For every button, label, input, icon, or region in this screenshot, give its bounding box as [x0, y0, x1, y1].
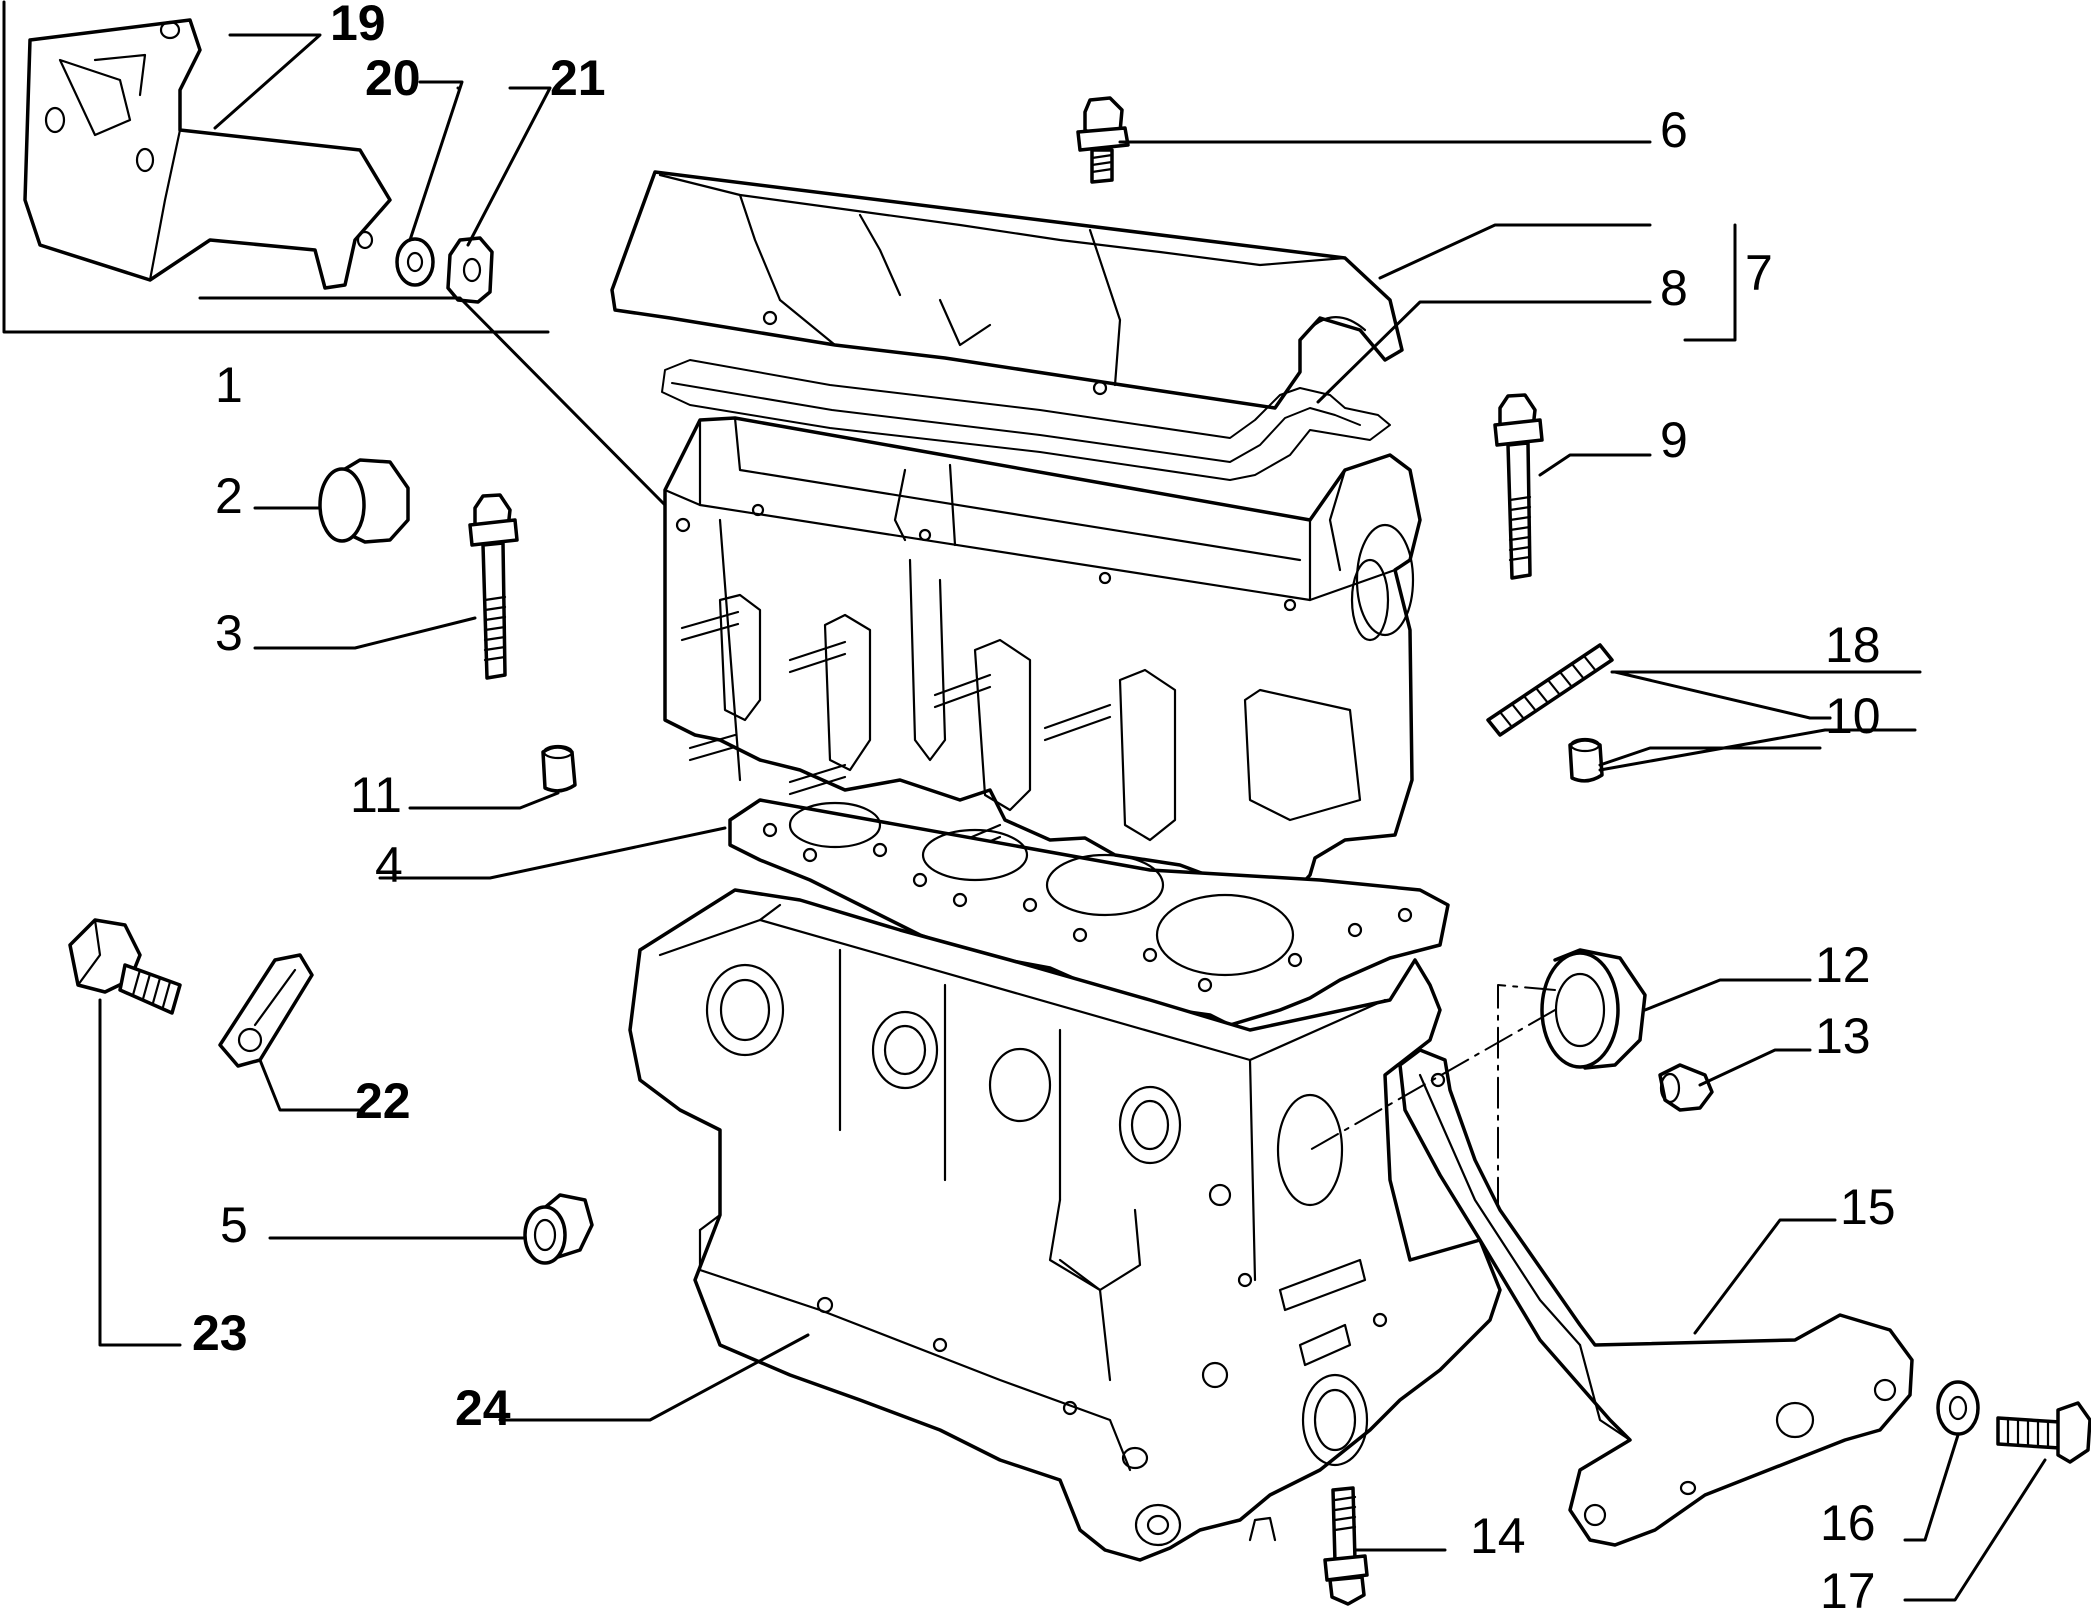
label-19: 19	[330, 0, 386, 51]
leader-lines	[98, 33, 2047, 1602]
label-10: 10	[1825, 688, 1881, 744]
label-11: 11	[350, 767, 402, 823]
label-1: 1	[215, 357, 243, 413]
part-24-engine-block	[628, 888, 1502, 1562]
label-18: 18	[1825, 617, 1881, 673]
label-3: 3	[215, 605, 243, 661]
part-6-bolt	[1076, 96, 1130, 184]
part-7-valve-cover	[610, 170, 1404, 410]
label-5: 5	[220, 1197, 248, 1253]
part-16-washer	[1936, 1380, 1980, 1436]
part-17-bolt	[1996, 1401, 2091, 1464]
part-21-nut	[446, 236, 494, 304]
label-9: 9	[1660, 412, 1688, 468]
part-23-bolt	[68, 918, 182, 1015]
part-20-washer	[395, 237, 435, 287]
part-labels: 1 2 3 4 5 6 7 8 9 10 11 12 13 14 15 16 1…	[192, 0, 1896, 1614]
alignment-line-12	[1309, 984, 1556, 1206]
part-14-bolt	[1323, 1486, 1369, 1606]
part-9-bolt	[1493, 393, 1544, 580]
part-13-plug	[1658, 1063, 1714, 1112]
part-11-dowel	[541, 744, 577, 793]
part-5-seal	[523, 1193, 594, 1265]
part-1-cylinder-head	[663, 416, 1422, 912]
label-6: 6	[1660, 102, 1688, 158]
inset-box	[2, 0, 550, 334]
label-23: 23	[192, 1305, 248, 1361]
part-3-bolt	[468, 493, 519, 680]
part-15-support-bracket	[1398, 1048, 1914, 1547]
label-14: 14	[1470, 1508, 1526, 1564]
label-17: 17	[1820, 1563, 1876, 1614]
label-4: 4	[375, 837, 403, 893]
label-13: 13	[1815, 1008, 1871, 1064]
label-21: 21	[550, 50, 606, 106]
label-2: 2	[215, 468, 243, 524]
part-12-seal	[1540, 948, 1647, 1070]
label-24: 24	[455, 1380, 511, 1436]
label-15: 15	[1840, 1179, 1896, 1235]
part-10-dowel	[1568, 737, 1604, 783]
part-19-bracket	[23, 18, 392, 290]
label-16: 16	[1820, 1495, 1876, 1551]
part-18-stud	[1486, 643, 1614, 737]
part-22-plate	[218, 953, 314, 1068]
label-22: 22	[355, 1073, 411, 1129]
label-8: 8	[1660, 260, 1688, 316]
part-2-cap	[318, 458, 410, 544]
label-12: 12	[1815, 937, 1871, 993]
label-7: 7	[1745, 245, 1773, 301]
part-8-gasket	[661, 359, 1391, 481]
label-20: 20	[365, 50, 421, 106]
